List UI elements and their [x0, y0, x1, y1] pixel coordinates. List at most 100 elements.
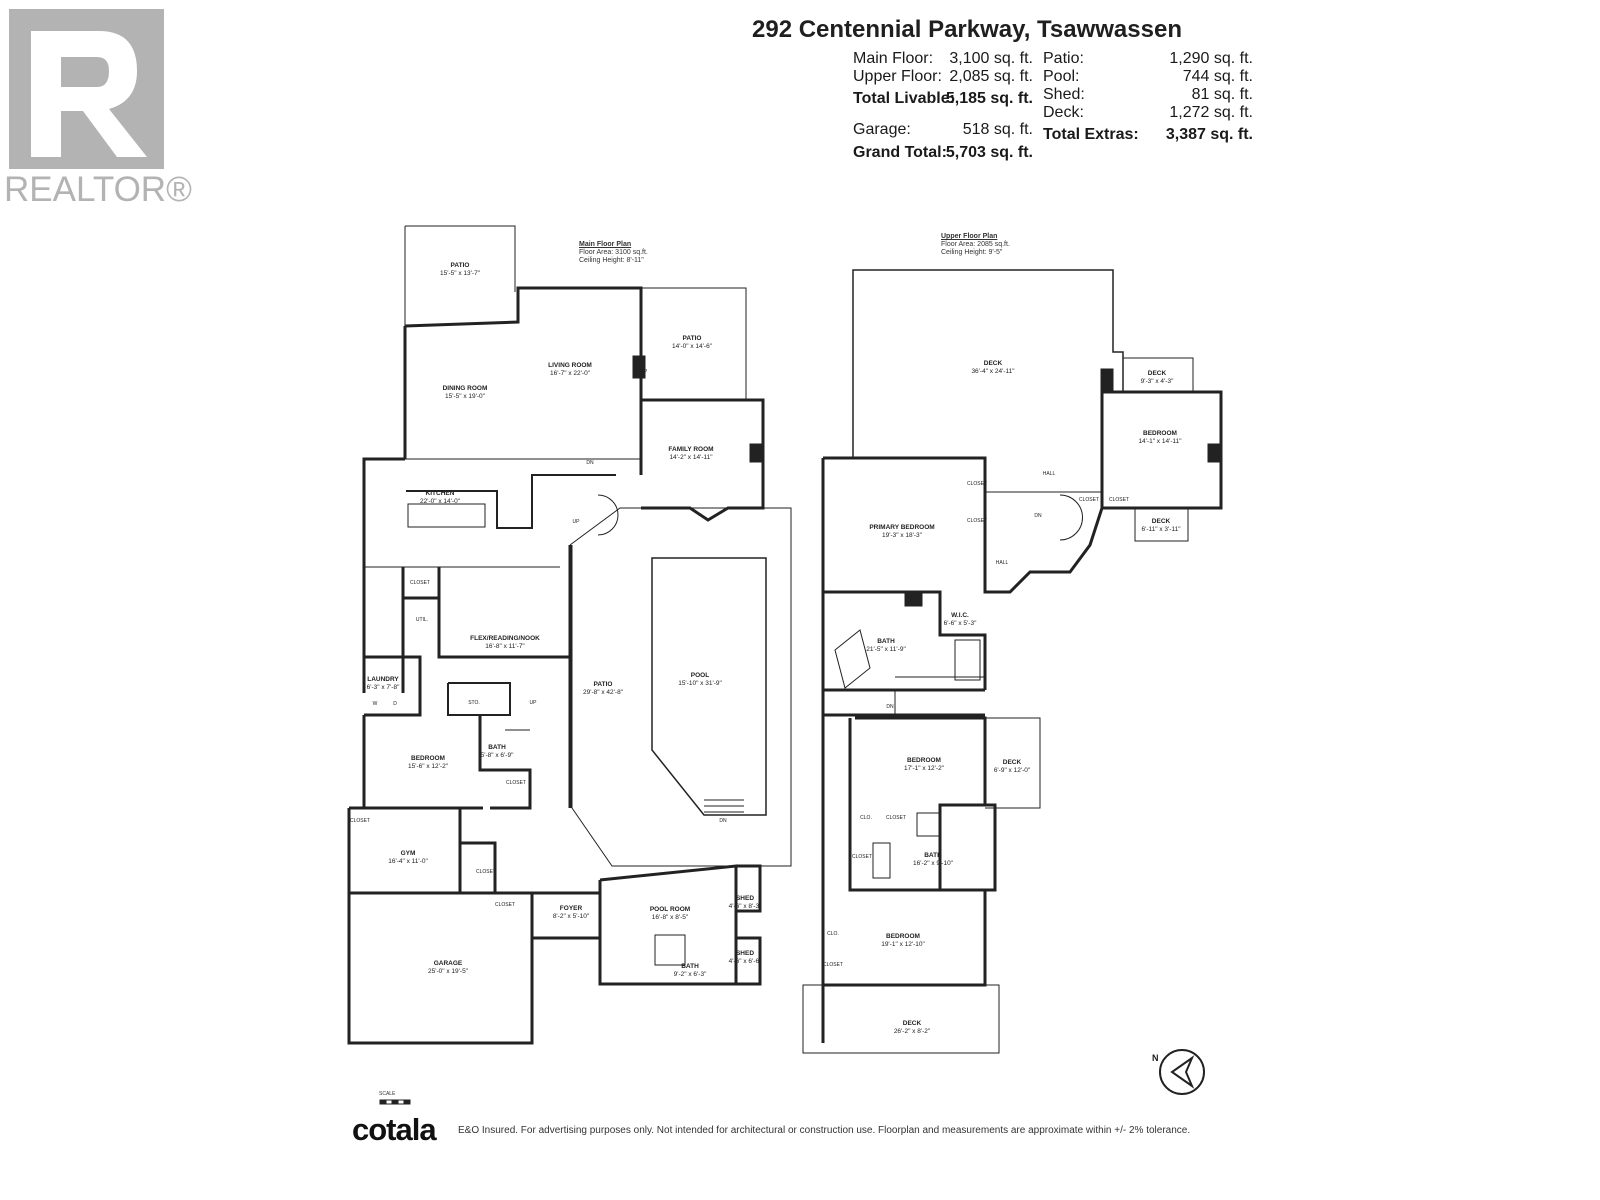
upper-small-label: CLOSET: [885, 815, 907, 821]
room-dimensions: 15'-10" x 31'-9": [678, 680, 722, 687]
room-dimensions: 16'-8" x 11'-7": [485, 643, 525, 650]
room-dimensions: 6'-9" x 12'-0": [993, 767, 1031, 774]
main-small-label: FP: [640, 369, 648, 375]
room-dimensions: 22'-0" x 14'-0": [420, 498, 460, 505]
upper-small-label: CLOSET: [966, 481, 988, 487]
room-dimensions: 16'-7" x 22'-0": [550, 370, 590, 377]
room-dimensions: 4'-6" x 6'-6": [728, 958, 762, 965]
upper-small-label: CLOSET: [1078, 497, 1100, 503]
room-name: PATIO: [682, 335, 702, 342]
room-name: DECK: [983, 360, 1003, 367]
stat-value: 81 sq. ft.: [1191, 86, 1253, 103]
main-small-label: UTIL.: [415, 617, 429, 623]
patio-outline: [405, 225, 516, 292]
upper-small-label: FP: [909, 597, 917, 603]
main-small-label: D: [393, 701, 397, 707]
stat-label: Shed:: [1043, 86, 1085, 103]
spiral-stair-main: [597, 494, 619, 536]
main-small-label: DN: [719, 818, 727, 824]
upper-small-label: FP: [1208, 451, 1216, 457]
room-name: FAMILY ROOM: [668, 446, 714, 453]
cotala-logo: cotala: [352, 1112, 437, 1147]
room-dimensions: 14'-0" x 14'-6": [672, 343, 712, 350]
room-name: GYM: [400, 850, 416, 857]
stat-value: 518 sq. ft.: [962, 121, 1033, 138]
room-name: GARAGE: [433, 960, 463, 967]
upper-small-label: HALL: [1042, 471, 1056, 477]
room-name: BEDROOM: [411, 755, 445, 762]
stat-label: Main Floor:: [853, 50, 934, 67]
room-dimensions: 15'-5" x 13'-7": [440, 270, 480, 277]
room-name: FLEX/READING/NOOK: [470, 635, 540, 642]
room-name: LAUNDRY: [367, 676, 399, 683]
room-name: LIVING ROOM: [548, 362, 592, 369]
room-dimensions: 6'-3" x 7'-8": [366, 684, 400, 691]
room-name: DECK: [902, 1020, 922, 1027]
room-dimensions: 17'-1" x 12'-2": [904, 765, 944, 772]
upper-small-label: CLOSET: [851, 854, 873, 860]
stat-label: Total Extras:: [1043, 126, 1139, 143]
room-dimensions: 15'-5" x 19'-0": [445, 393, 485, 400]
room-name: BEDROOM: [1143, 430, 1177, 437]
main-small-label: CLOSET: [349, 818, 371, 824]
room-name: BATH: [488, 744, 506, 751]
upper-small-label: CLO.: [827, 931, 839, 937]
stat-value: 3,387 sq. ft.: [1165, 126, 1253, 143]
main-small-label: UP: [572, 519, 580, 525]
room-dimensions: 29'-8" x 42'-8": [583, 689, 623, 696]
room-dimensions: 9'-3" x 4'-3": [1140, 378, 1174, 385]
room-name: BEDROOM: [886, 933, 920, 940]
north-label: N: [1152, 1053, 1159, 1063]
room-name: DECK: [1151, 518, 1171, 525]
room-name: POOL: [690, 672, 710, 679]
upper-room-label: W.I.C.6'-6" x 5'-3": [944, 612, 977, 628]
stat-value: 5,185 sq. ft.: [945, 90, 1033, 107]
room-dimensions: 8'-2" x 5'-10": [552, 913, 590, 920]
main-small-label: UP: [529, 700, 537, 706]
room-name: POOL ROOM: [649, 906, 691, 913]
room-dimensions: 14'-1" x 14'-11": [1138, 438, 1182, 445]
stat-value: 5,703 sq. ft.: [945, 144, 1033, 161]
room-name: DECK: [1002, 759, 1022, 766]
main-small-label: W: [372, 701, 378, 707]
stat-value: 1,272 sq. ft.: [1169, 104, 1253, 121]
room-dimensions: 19'-1" x 12'-10": [881, 941, 925, 948]
room-dimensions: 14'-2" x 14'-11": [669, 454, 713, 461]
primary-bedroom-wall: [823, 456, 1104, 594]
room-name: BATH: [924, 852, 942, 859]
room-dimensions: 9'-2" x 6'-3": [673, 971, 707, 978]
stat-label: Upper Floor:: [853, 68, 942, 85]
bottom-deck-outline: [802, 984, 1000, 1054]
disclaimer-text: E&O Insured. For advertising purposes on…: [458, 1125, 1191, 1136]
main-small-label: FP: [751, 450, 759, 456]
room-name: BEDROOM: [907, 757, 941, 764]
room-dimensions: 15'-6" x 12'-2": [408, 763, 448, 770]
stat-value: 3,100 sq. ft.: [949, 50, 1033, 67]
upper-small-label: CLOSET: [822, 962, 844, 968]
upper-deck-outline: [852, 269, 1124, 458]
stat-value: 1,290 sq. ft.: [1169, 50, 1253, 67]
stat-label: Deck:: [1043, 104, 1084, 121]
main-small-label: CLOSET: [494, 902, 516, 908]
main-small-label: CLOSET: [505, 780, 527, 786]
room-dimensions: 21'-5" x 11'-9": [866, 646, 906, 653]
main-small-label: DN: [586, 460, 594, 466]
room-dimensions: 19'-3" x 18'-3": [882, 532, 922, 539]
stat-label: Patio:: [1043, 50, 1084, 67]
